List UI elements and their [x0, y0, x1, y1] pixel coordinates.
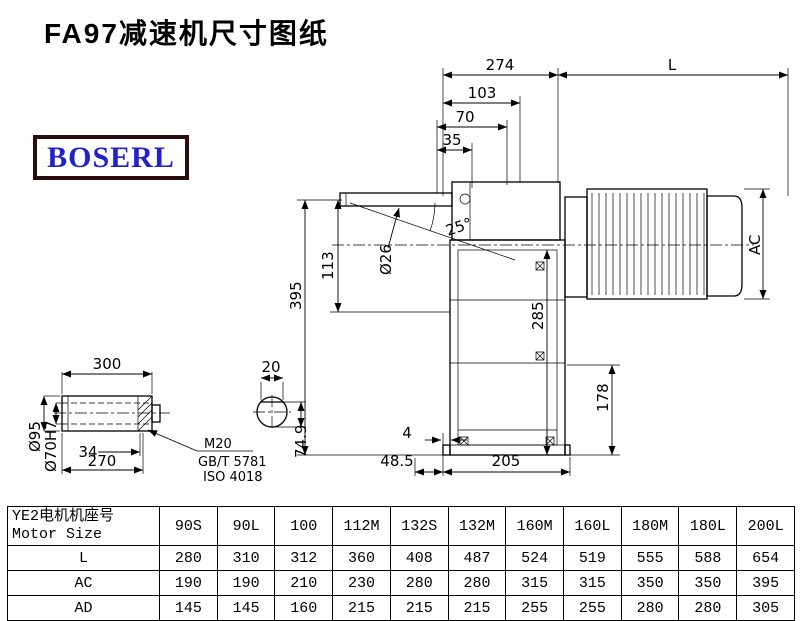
dim-113-label: 113	[319, 251, 337, 280]
dim-shaft-dia-label: Ø26	[377, 244, 395, 275]
bore-section-view: 20 74.9	[253, 358, 310, 458]
table-header-cell: 100	[274, 506, 334, 546]
table-cell: 654	[736, 545, 795, 571]
table-header-cell: 132M	[447, 506, 507, 546]
table-cell: 230	[332, 570, 391, 596]
table-cell: 555	[620, 545, 680, 571]
table-header-motor-size: YE2电机机座号 Motor Size	[7, 506, 160, 546]
motor-size-table: YE2电机机座号 Motor Size 90S 90L 100 112M 132…	[7, 506, 795, 621]
table-header-cell: 112M	[332, 506, 391, 546]
table-header-cell: 90L	[216, 506, 276, 546]
table-cell: 350	[620, 570, 680, 596]
dim-35-label: 35	[442, 131, 461, 149]
table-header-cell: 132S	[389, 506, 449, 546]
shaft-dimension-lines	[40, 370, 253, 474]
main-dimension-lines	[297, 68, 789, 476]
dim-70-label: 70	[455, 108, 474, 126]
table-cell: 190	[216, 570, 276, 596]
table-cell: 360	[332, 545, 391, 571]
dim-AC-label: AC	[746, 235, 764, 255]
table-cell: 280	[620, 595, 680, 621]
dim-dia70-label: Ø70H7	[42, 420, 60, 472]
motor-fins	[591, 193, 705, 295]
table-cell: 160	[274, 595, 334, 621]
table-cell: 190	[159, 570, 218, 596]
table-cell: 280	[678, 595, 738, 621]
table-header-cell: 180L	[678, 506, 738, 546]
bolt-hole-marks	[459, 261, 555, 446]
table-header-row: YE2电机机座号 Motor Size 90S 90L 100 112M 132…	[7, 506, 795, 546]
dim-395-label: 395	[287, 281, 305, 310]
table-cell: 215	[389, 595, 449, 621]
dim-178-label: 178	[594, 383, 612, 412]
row-label: AC	[7, 570, 160, 596]
table-row-AD: AD 145 145 160 215 215 215 255 255 280 2…	[7, 595, 795, 621]
thread-hatch	[137, 395, 153, 432]
table-cell: 408	[389, 545, 449, 571]
logo-text: BOSERL	[47, 140, 175, 174]
table-cell: 280	[389, 570, 449, 596]
table-header-cell: 160L	[563, 506, 622, 546]
dim-205-label: 205	[492, 452, 521, 470]
dim-274-label: 274	[486, 56, 515, 74]
table-row-L: L 280 310 312 360 408 487 524 519 555 58…	[7, 545, 795, 571]
boserl-logo: BOSERL	[33, 135, 189, 180]
shaft-outline	[54, 395, 170, 432]
table-cell: 312	[274, 545, 334, 571]
dim-103-label: 103	[468, 84, 497, 102]
dim-74-9-label: 74.9	[292, 425, 310, 458]
thread-note-label: M20	[204, 437, 232, 452]
row-label: AD	[7, 595, 160, 621]
iso-standard-label: ISO 4018	[203, 470, 263, 485]
dim-4-label: 4	[402, 424, 412, 442]
dim-270-label: 270	[88, 452, 117, 470]
shaft-detail-view: 300 Ø95 Ø70H7 34 270 M20 GB/T 5781 ISO 4…	[26, 355, 267, 485]
table-cell: 255	[563, 595, 622, 621]
fan-cover	[706, 195, 743, 297]
table-cell: 145	[159, 595, 218, 621]
gb-standard-label: GB/T 5781	[198, 455, 267, 470]
table-cell: 487	[447, 545, 507, 571]
table-cell: 519	[563, 545, 622, 571]
table-header-cell: 160M	[505, 506, 565, 546]
main-view: 274 L 103 70 35 25° Ø26 113 395 285 AC 1…	[287, 56, 789, 476]
table-cell: 145	[216, 595, 276, 621]
table-header-cell: 180M	[620, 506, 680, 546]
page-title: FA97减速机尺寸图纸	[44, 18, 329, 49]
bore-outline	[253, 395, 291, 430]
table-cell: 305	[736, 595, 795, 621]
table-cell: 315	[563, 570, 622, 596]
dim-dia95-label: Ø95	[26, 421, 44, 452]
table-header-cell: 200L	[736, 506, 795, 546]
row-label: L	[7, 545, 160, 571]
table-cell: 210	[274, 570, 334, 596]
table-cell: 310	[216, 545, 276, 571]
bore-dimension-lines	[260, 374, 306, 428]
dim-L-label: L	[668, 56, 677, 74]
motor-size-label-cn: YE2电机机座号	[12, 508, 115, 525]
table-header-cell: 90S	[159, 506, 218, 546]
table-cell: 215	[332, 595, 391, 621]
dim-20-label: 20	[261, 358, 280, 376]
dim-285-label: 285	[529, 301, 547, 330]
table-cell: 350	[678, 570, 738, 596]
table-cell: 588	[678, 545, 738, 571]
table-cell: 255	[505, 595, 565, 621]
dim-300-label: 300	[93, 355, 122, 373]
table-cell: 280	[159, 545, 218, 571]
table-cell: 395	[736, 570, 795, 596]
motor-outline	[332, 188, 754, 300]
table-cell: 280	[447, 570, 507, 596]
table-cell: 215	[447, 595, 507, 621]
table-cell: 524	[505, 545, 565, 571]
table-cell: 315	[505, 570, 565, 596]
table-row-AC: AC 190 190 210 230 280 280 315 315 350 3…	[7, 570, 795, 596]
dim-34-label: 34	[78, 443, 97, 461]
dim-48-5-label: 48.5	[380, 452, 413, 470]
motor-size-label-en: Motor Size	[12, 526, 103, 543]
